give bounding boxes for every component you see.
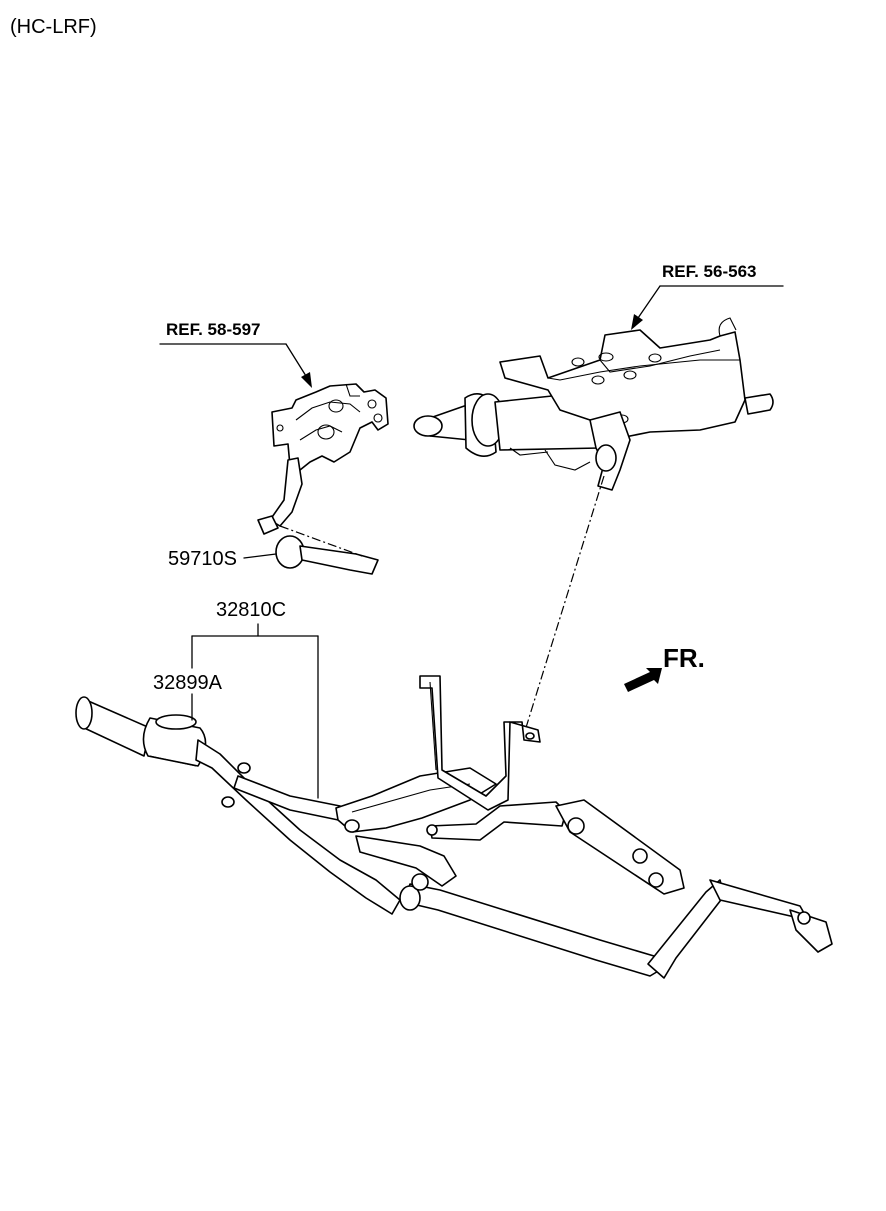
header-code: (HC-LRF): [10, 16, 97, 38]
cable-callouts: 32810C 32899A: [153, 599, 319, 799]
knob-callout: 59710S: [168, 548, 277, 570]
shift-lever-drawing: [257, 383, 389, 575]
front-indicator-label: FR.: [663, 643, 705, 673]
cable-assembly-drawing: [75, 675, 833, 979]
ref-steering-column-label: REF. 56-563: [662, 262, 757, 281]
column-alignment-line: [523, 475, 605, 735]
ref-steering-column-callout: REF. 56-563: [631, 262, 784, 330]
knob-part-label: 59710S: [168, 548, 237, 570]
steering-column-drawing: [413, 317, 774, 491]
cable-sub-part-label: 32899A: [153, 672, 223, 694]
front-indicator: FR.: [624, 643, 705, 692]
ref-shift-lever-callout: REF. 58-597: [159, 320, 312, 388]
cable-assembly-label: 32810C: [216, 599, 286, 621]
front-arrow-icon: [624, 668, 662, 692]
ref-shift-lever-label: REF. 58-597: [166, 320, 261, 339]
